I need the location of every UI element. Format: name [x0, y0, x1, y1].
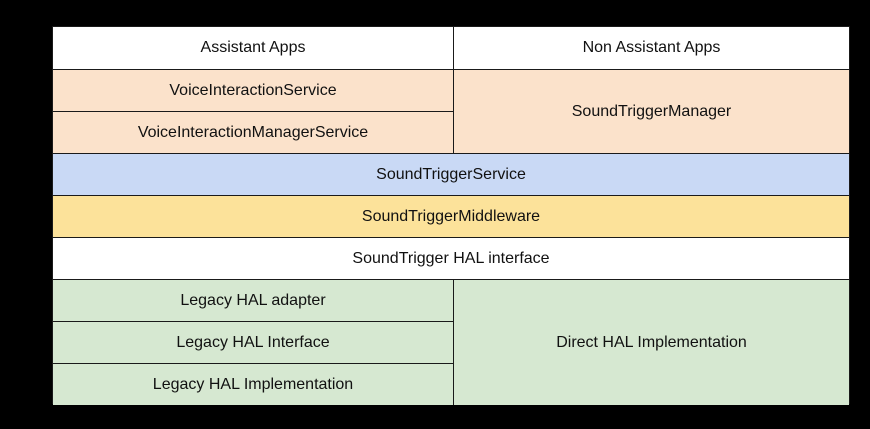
service-band: SoundTriggerService	[53, 153, 849, 195]
box-sound-trigger-manager: SoundTriggerManager	[453, 69, 849, 153]
box-sound-trigger-service: SoundTriggerService	[53, 153, 849, 195]
box-legacy-hal-interface: Legacy HAL Interface	[53, 321, 453, 363]
header-left-stack: Assistant Apps	[53, 27, 453, 69]
soundtrigger-architecture-table: Assistant Apps Non Assistant Apps VoiceI…	[52, 26, 850, 405]
hal-layer-band: Legacy HAL adapter Legacy HAL Interface …	[53, 279, 849, 405]
app-layer-band: VoiceInteractionService VoiceInteraction…	[53, 69, 849, 153]
box-voice-interaction-service: VoiceInteractionService	[53, 69, 453, 111]
box-legacy-hal-implementation: Legacy HAL Implementation	[53, 363, 453, 405]
box-sound-trigger-middleware: SoundTriggerMiddleware	[53, 195, 849, 237]
box-voice-interaction-manager-service: VoiceInteractionManagerService	[53, 111, 453, 153]
hal-interface-band: SoundTrigger HAL interface	[53, 237, 849, 279]
column-header-non-assistant-apps: Non Assistant Apps	[453, 27, 849, 69]
box-direct-hal-implementation-label: Direct HAL Implementation	[556, 333, 747, 351]
box-sound-trigger-hal-interface: SoundTrigger HAL interface	[53, 237, 849, 279]
box-legacy-hal-adapter: Legacy HAL adapter	[53, 279, 453, 321]
hal-layer-left-stack: Legacy HAL adapter Legacy HAL Interface …	[53, 279, 453, 405]
column-header-assistant-apps: Assistant Apps	[53, 27, 453, 69]
column-header-non-assistant-apps-label: Non Assistant Apps	[582, 39, 721, 57]
middleware-band: SoundTriggerMiddleware	[53, 195, 849, 237]
app-layer-left-stack: VoiceInteractionService VoiceInteraction…	[53, 69, 453, 153]
header-band: Assistant Apps Non Assistant Apps	[53, 27, 849, 69]
box-direct-hal-implementation: Direct HAL Implementation	[453, 279, 849, 405]
box-sound-trigger-manager-label: SoundTriggerManager	[571, 102, 732, 120]
